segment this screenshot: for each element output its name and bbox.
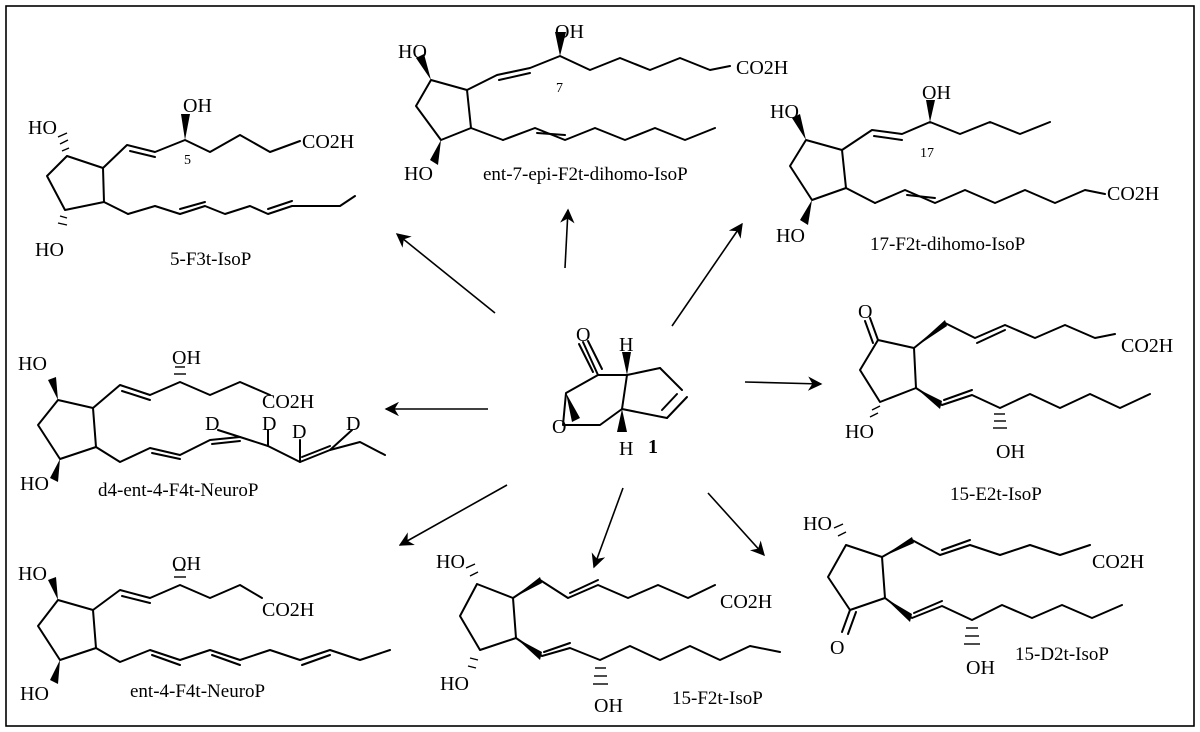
structure-17-F2t-dihomo-IsoP: [789, 100, 1106, 225]
7-epi-ho-top: HO: [398, 41, 427, 63]
structure-15-E2t-IsoP: [859, 317, 1151, 429]
15-F2t-co2h: CO2H: [720, 591, 772, 613]
15-E2t-ho: HO: [845, 421, 874, 443]
15-D2t-co2h: CO2H: [1092, 551, 1144, 573]
15-F2t-ho-bottom: HO: [440, 673, 469, 695]
d4-NeuroP-d-2: D: [262, 413, 276, 435]
compound-1-h-top: H: [619, 334, 633, 356]
arrow-to-5-F3t-IsoP: [395, 233, 496, 314]
7-epi-ho-bottom: HO: [404, 163, 433, 185]
d4-NeuroP-co2h: CO2H: [262, 391, 314, 413]
arrow-to-17-F2t-dihomo-IsoP: [671, 222, 743, 327]
5-F3t-co2h: CO2H: [302, 131, 354, 153]
compound-1-structure: [562, 340, 688, 432]
5-F3t-ho-top: HO: [28, 117, 57, 139]
structure-ent-4-F4t-NeuroP: [37, 569, 391, 684]
reaction-arrows: [384, 208, 823, 569]
compound-1-number: 1: [648, 436, 658, 458]
15-E2t-co2h: CO2H: [1121, 335, 1173, 357]
d4-NeuroP-d-4: D: [346, 413, 360, 435]
compound-1-ketone-o: O: [576, 324, 590, 346]
arrow-to-ent-4-F4t-NeuroP: [398, 484, 508, 546]
ent-4-NeuroP-ho-bottom: HO: [20, 683, 49, 705]
ent-4-NeuroP-ho-top: HO: [18, 563, 47, 585]
structure-d4-ent-4-F4t-NeuroP: [37, 366, 386, 482]
d4-NeuroP-oh: OH: [172, 347, 201, 369]
d4-NeuroP-d-3: D: [292, 421, 306, 443]
arrow-to-15-D2t-IsoP: [707, 492, 765, 557]
compound-1-h-bottom: H: [619, 438, 633, 460]
ent-7-epi-F2t-dihomo-IsoP-label: ent-7-epi-F2t-dihomo-IsoP: [483, 164, 688, 185]
arrow-to-15-E2t-IsoP: [744, 376, 823, 391]
structure-15-D2t-IsoP: [827, 523, 1123, 645]
arrow-to-15-F2t-IsoP: [591, 487, 624, 569]
compound-1-epoxide-o: O: [552, 416, 566, 438]
15-F2t-ho-top: HO: [436, 551, 465, 573]
scheme-border: [5, 5, 1195, 727]
d4-ent-4-F4t-NeuroP-label: d4-ent-4-F4t-NeuroP: [98, 480, 258, 501]
arrow-to-ent-7-epi-F2t-dihomo-IsoP: [560, 208, 575, 269]
7-epi-oh: OH: [555, 21, 584, 43]
d4-NeuroP-d-1: D: [205, 413, 219, 435]
7-epi-co2h: CO2H: [736, 57, 788, 79]
structure-ent-7-epi-F2t-dihomo-IsoP: [415, 32, 731, 165]
ent-4-NeuroP-oh: OH: [172, 553, 201, 575]
15-D2t-keto-o: O: [830, 637, 844, 659]
15-E2t-oh: OH: [996, 441, 1025, 463]
17-F2t-co2h: CO2H: [1107, 183, 1159, 205]
15-F2t-oh: OH: [594, 695, 623, 717]
15-E2t-IsoP-label: 15-E2t-IsoP: [950, 484, 1042, 505]
15-D2t-IsoP-label: 15-D2t-IsoP: [1015, 644, 1109, 665]
structure-5-F3t-IsoP: [46, 114, 356, 226]
5-F3t-locant: 5: [184, 153, 191, 168]
ent-4-NeuroP-co2h: CO2H: [262, 599, 314, 621]
d4-NeuroP-ho-bottom: HO: [20, 473, 49, 495]
15-D2t-oh: OH: [966, 657, 995, 679]
5-F3t-IsoP-label: 5-F3t-IsoP: [170, 249, 251, 270]
7-epi-locant: 7: [556, 81, 563, 96]
15-E2t-keto-o: O: [858, 301, 872, 323]
d4-NeuroP-ho-top: HO: [18, 353, 47, 375]
17-F2t-ho-top: HO: [770, 101, 799, 123]
ent-4-F4t-NeuroP-label: ent-4-F4t-NeuroP: [130, 681, 265, 702]
17-F2t-locant: 17: [920, 146, 934, 161]
5-F3t-oh: OH: [183, 95, 212, 117]
15-F2t-IsoP-label: 15-F2t-IsoP: [672, 688, 763, 709]
5-F3t-ho-bottom: HO: [35, 239, 64, 261]
15-D2t-ho: HO: [803, 513, 832, 535]
structure-15-F2t-IsoP: [459, 563, 781, 685]
17-F2t-oh: OH: [922, 82, 951, 104]
17-F2t-dihomo-IsoP-label: 17-F2t-dihomo-IsoP: [870, 234, 1025, 255]
17-F2t-ho-bottom: HO: [776, 225, 805, 247]
